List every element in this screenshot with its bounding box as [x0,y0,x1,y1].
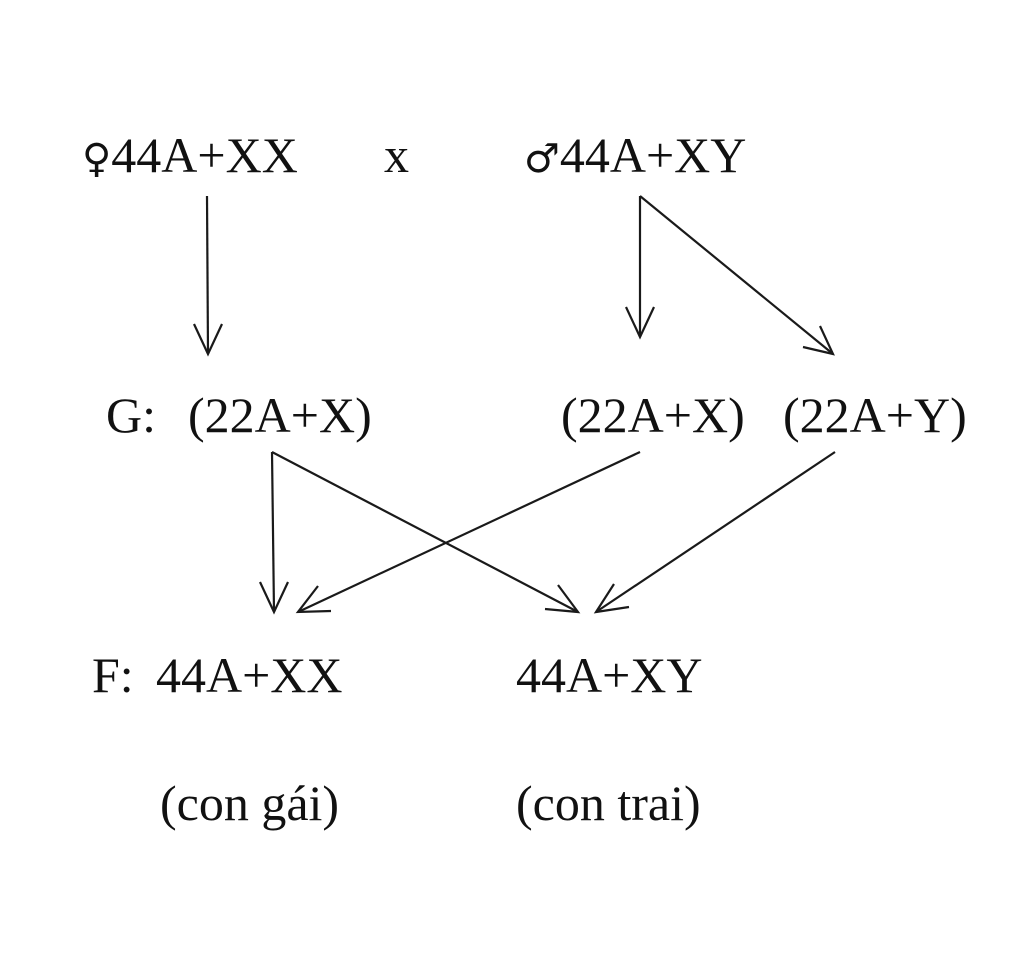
arrow-female-gamete-to-son [271,451,581,614]
arrow-female-gamete-to-daughter [259,451,289,615]
male-parent-genotype: 44A+XY [559,127,747,183]
daughter-genotype: 44A+XX [156,647,343,703]
son-genotype: 44A+XY [516,647,703,703]
female-symbol-icon: ♀ [82,136,112,182]
son-caption: (con trai) [516,775,701,831]
gamete-row-label: G: [106,387,156,443]
arrow-male-gamete-x-to-daughter [295,451,641,614]
arrow-female-to-gamete [193,195,223,357]
male-symbol-icon: ♂ [524,136,560,182]
arrow-male-to-gamete-x [625,196,655,340]
female-gamete: (22A+X) [188,387,372,443]
daughter-caption: (con gái) [160,775,340,831]
male-gamete-y: (22A+Y) [783,387,967,443]
female-parent: ♀44A+XX [82,130,298,180]
male-gamete-x: (22A+X) [561,387,745,443]
female-parent-genotype: 44A+XX [111,127,298,183]
arrow-male-gamete-y-to-son [593,451,836,614]
arrow-male-to-gamete-y [639,195,835,356]
cross-symbol: x [384,127,409,183]
male-parent: ♂44A+XY [524,130,746,180]
offspring-row-label: F: [92,647,134,703]
